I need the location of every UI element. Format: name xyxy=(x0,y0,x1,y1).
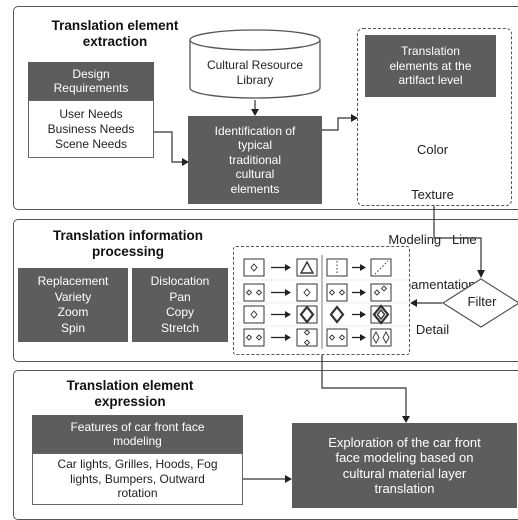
features-list-line: Car lights, Grilles, Hoods, Fog xyxy=(57,457,218,472)
filter-label: Filter xyxy=(467,294,497,309)
variety-example-icon xyxy=(243,283,318,302)
features-title-line: Features of car front face xyxy=(70,419,205,434)
operation-item: Stretch xyxy=(160,320,199,335)
library-label: Cultural Resource Library xyxy=(190,58,320,88)
identification-line: elements xyxy=(230,181,280,196)
dislocation-example-icon xyxy=(326,258,392,277)
arrow-right-icon xyxy=(271,289,291,296)
design-requirements-box: Design Requirements xyxy=(28,62,154,100)
artifact-level-line: Translation xyxy=(401,44,460,59)
artifact-level-box: Translation elements at the artifact lev… xyxy=(365,35,496,97)
need-item: Scene Needs xyxy=(54,136,128,151)
operation-item: Dislocation xyxy=(150,274,210,288)
need-item: User Needs xyxy=(59,106,123,121)
arrow-right-icon xyxy=(352,311,366,318)
features-list-line: lights, Bumpers, Outward xyxy=(70,471,205,486)
database-cylinder-icon xyxy=(189,29,321,99)
left-operations-box: Replacement Variety Zoom Spin xyxy=(18,268,128,342)
arrow-right-icon xyxy=(352,289,366,296)
right-operations-box: Dislocation Pan Copy Stretch xyxy=(132,268,228,342)
zoom-example-icon xyxy=(243,305,318,324)
element-list: Color Texture Modeling Line Ornamentatio… xyxy=(360,112,505,352)
design-requirements-line2: Requirements xyxy=(53,81,129,95)
arrow-right-icon xyxy=(352,334,366,341)
identification-line: cultural xyxy=(235,167,275,182)
element-ornamentation: Ornamentation xyxy=(389,277,476,292)
operation-item: Zoom xyxy=(57,305,89,319)
arrow-right-icon xyxy=(271,334,291,341)
arrow-right-icon xyxy=(271,311,291,318)
identification-box: Identification of typical traditional cu… xyxy=(188,116,322,204)
extraction-title: Translation element extraction xyxy=(20,18,210,50)
processing-title-line2: processing xyxy=(91,244,165,259)
exploration-line: translation xyxy=(374,481,435,496)
library-label-line1: Cultural Resource xyxy=(206,58,304,72)
exploration-box: Exploration of the car front face modeli… xyxy=(292,423,517,508)
spin-example-icon xyxy=(243,328,318,347)
extraction-title-line1: Translation element xyxy=(51,18,179,33)
pan-example-icon xyxy=(326,283,392,302)
element-color: Color xyxy=(416,142,449,157)
arrow-right-icon xyxy=(352,264,366,271)
needs-box: User Needs Business Needs Scene Needs xyxy=(28,100,154,158)
processing-title: Translation information processing xyxy=(28,228,228,260)
filter-diamond-icon xyxy=(442,278,518,328)
expression-title-line1: Translation element xyxy=(66,378,194,393)
artifact-level-line: elements at the xyxy=(389,58,472,73)
identification-line: Identification of xyxy=(214,123,296,138)
element-texture: Texture xyxy=(411,187,454,202)
operation-item: Pan xyxy=(169,289,191,304)
extraction-title-line2: extraction xyxy=(82,34,148,49)
copy-example-icon xyxy=(329,304,392,325)
operation-item: Variety xyxy=(54,289,92,304)
element-modeling-line: Modeling Line xyxy=(388,232,477,247)
element-detail: Detail xyxy=(415,322,450,337)
processing-title-line1: Translation information xyxy=(52,228,203,243)
identification-line: traditional xyxy=(228,152,282,167)
design-requirements-line1: Design xyxy=(72,66,110,81)
transformation-icons xyxy=(235,255,408,349)
artifact-level-line: artifact level xyxy=(398,73,463,88)
library-label-line2: Library xyxy=(236,73,274,87)
exploration-line: Exploration of the car front xyxy=(328,434,481,450)
identification-line: typical xyxy=(237,138,272,153)
exploration-line: cultural material layer xyxy=(342,465,467,481)
expression-title: Translation element expression xyxy=(40,378,220,410)
features-title-line: modeling xyxy=(113,434,162,448)
arrow-right-icon xyxy=(271,264,291,271)
stretch-example-icon xyxy=(326,328,392,347)
operation-item: Replacement xyxy=(37,274,109,288)
operation-item: Spin xyxy=(60,320,86,335)
features-list-box: Car lights, Grilles, Hoods, Fog lights, … xyxy=(32,453,243,505)
need-item: Business Needs xyxy=(47,121,135,136)
operation-item: Copy xyxy=(165,305,194,319)
features-title-box: Features of car front face modeling xyxy=(32,415,243,453)
exploration-line: face modeling based on xyxy=(335,450,474,465)
expression-title-line2: expression xyxy=(94,394,166,409)
replacement-example-icon xyxy=(243,258,318,277)
features-list-line: rotation xyxy=(117,486,158,501)
